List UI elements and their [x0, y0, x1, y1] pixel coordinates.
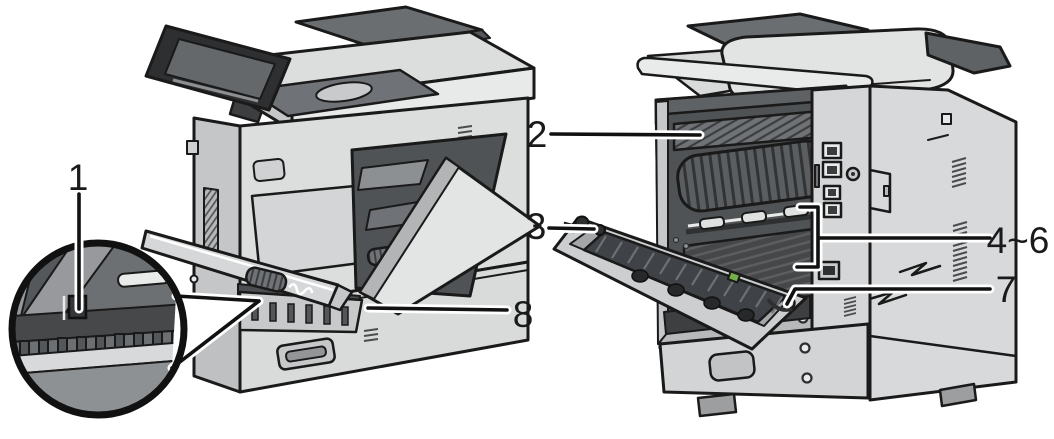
side-vent-upper [951, 157, 967, 188]
side-seam-tick [927, 134, 949, 141]
front-cover-endcap [327, 283, 354, 312]
green-release-tab [726, 270, 742, 284]
callout-7-leader [782, 284, 995, 309]
bypass-feed-roller [245, 266, 314, 296]
right-cover-edge [359, 157, 460, 300]
ethernet-port-2-hole [827, 166, 837, 174]
callout-8-leader [363, 303, 512, 315]
front-door-handle [252, 157, 286, 183]
jack-knob-center [851, 172, 855, 176]
rear-printer [552, 12, 1018, 418]
callout-label-4-6: 4~6 [987, 220, 1050, 261]
usb-port-1-hole [828, 189, 836, 196]
side-screw [189, 274, 199, 284]
handle-zigzag-1 [898, 261, 942, 277]
side-latch [186, 140, 199, 155]
card-slot [814, 164, 820, 188]
screen-glare [172, 78, 259, 103]
callout-3-leader [544, 223, 599, 234]
door-latch [883, 185, 890, 197]
callout-label-1: 1 [68, 157, 89, 198]
front-printer [140, 5, 542, 394]
lower-roller-arm [766, 297, 793, 312]
callout-label-2: 2 [527, 114, 548, 155]
front-cover-highlight [149, 234, 334, 292]
callout-4-6-leader [792, 202, 995, 272]
callout-label-8: 8 [513, 294, 534, 335]
cassette-vent-marks [363, 328, 379, 342]
side-small-latch [941, 113, 952, 125]
output-paper-stop [315, 81, 373, 103]
assembly-ribs [595, 235, 783, 314]
ethernet-port-1-hole [827, 147, 837, 155]
foot-right [938, 382, 978, 408]
magnifier-wedge [167, 291, 264, 373]
rear-handle-recess [708, 350, 756, 382]
adf-hinge-corner [924, 31, 1012, 75]
usb-port-2-hole [828, 206, 837, 214]
rear-vent-ticks [843, 296, 857, 317]
detail-circle-ring [8, 239, 188, 419]
foot-left [696, 392, 738, 418]
roller-spring [288, 283, 314, 296]
callout-2-leader [546, 129, 705, 140]
callout-label-3: 3 [526, 206, 547, 247]
side-face [868, 84, 1018, 402]
handle-zigzag-2 [864, 290, 908, 306]
power-inlet-hole [823, 266, 835, 275]
side-cassette-seam [868, 334, 1018, 358]
duplex-guide-upper [357, 159, 429, 191]
callout-label-7: 7 [996, 269, 1017, 310]
lower-rear-cover [658, 322, 870, 400]
cassette-handle [276, 337, 336, 371]
touch-screen [164, 38, 276, 100]
callout-leaders [74, 129, 995, 315]
cover-rollers [631, 269, 755, 322]
